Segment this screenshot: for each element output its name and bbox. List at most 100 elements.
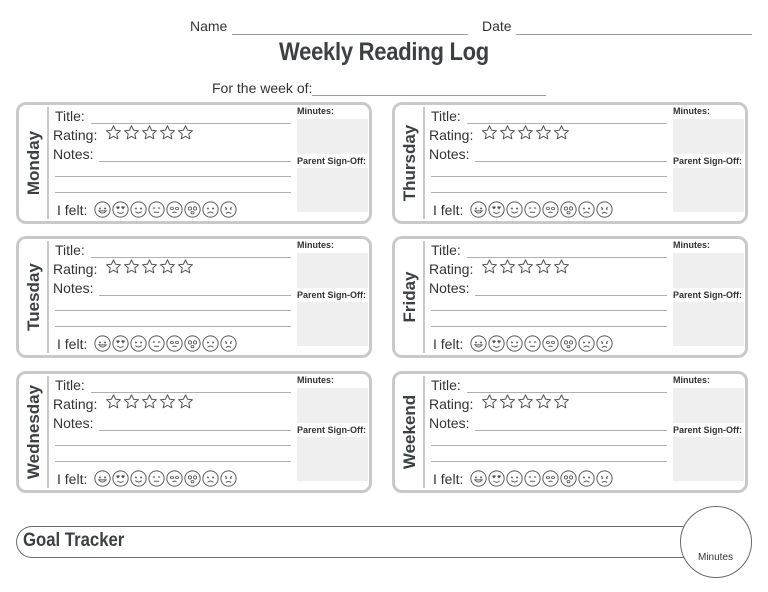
dizzy-face-icon[interactable] xyxy=(560,335,577,352)
grinning-face-icon[interactable] xyxy=(94,335,111,352)
parent-signoff-box[interactable] xyxy=(297,168,368,212)
notes-line[interactable] xyxy=(431,461,667,462)
dizzy-face-icon[interactable] xyxy=(184,201,201,218)
notes-line[interactable] xyxy=(431,445,667,446)
notes-line[interactable] xyxy=(431,310,667,311)
rating-star-icon[interactable] xyxy=(499,393,516,414)
rating-star-icon[interactable] xyxy=(535,124,552,145)
sleepy-face-icon[interactable] xyxy=(542,335,559,352)
rating-star-icon[interactable] xyxy=(535,393,552,414)
heart-eyes-face-icon[interactable] xyxy=(488,470,505,487)
rating-star-icon[interactable] xyxy=(481,258,498,279)
smiling-face-icon[interactable] xyxy=(130,201,147,218)
sleepy-face-icon[interactable] xyxy=(542,201,559,218)
title-field[interactable] xyxy=(467,392,667,393)
notes-line[interactable] xyxy=(431,192,667,193)
rating-star-icon[interactable] xyxy=(517,258,534,279)
smiling-face-icon[interactable] xyxy=(506,470,523,487)
minutes-box[interactable] xyxy=(297,388,368,423)
title-field[interactable] xyxy=(91,123,291,124)
grinning-face-icon[interactable] xyxy=(94,470,111,487)
sleepy-face-icon[interactable] xyxy=(166,470,183,487)
heart-eyes-face-icon[interactable] xyxy=(112,470,129,487)
notes-line[interactable] xyxy=(55,192,291,193)
neutral-face-icon[interactable] xyxy=(148,470,165,487)
title-field[interactable] xyxy=(467,123,667,124)
parent-signoff-box[interactable] xyxy=(673,168,744,212)
neutral-face-icon[interactable] xyxy=(524,335,541,352)
rating-star-icon[interactable] xyxy=(123,258,140,279)
name-field[interactable] xyxy=(232,34,468,35)
rating-star-icon[interactable] xyxy=(177,124,194,145)
date-field[interactable] xyxy=(516,34,752,35)
rating-star-icon[interactable] xyxy=(553,258,570,279)
minutes-box[interactable] xyxy=(673,119,744,154)
grinning-face-icon[interactable] xyxy=(470,470,487,487)
neutral-face-icon[interactable] xyxy=(148,335,165,352)
title-field[interactable] xyxy=(467,257,667,258)
notes-field[interactable] xyxy=(475,295,667,296)
minutes-box[interactable] xyxy=(673,253,744,288)
parent-signoff-box[interactable] xyxy=(297,437,368,481)
neutral-face-icon[interactable] xyxy=(524,201,541,218)
rating-star-icon[interactable] xyxy=(481,124,498,145)
dizzy-face-icon[interactable] xyxy=(560,470,577,487)
rating-star-icon[interactable] xyxy=(553,393,570,414)
sleepy-face-icon[interactable] xyxy=(542,470,559,487)
rating-star-icon[interactable] xyxy=(159,124,176,145)
parent-signoff-box[interactable] xyxy=(297,302,368,346)
heart-eyes-face-icon[interactable] xyxy=(488,335,505,352)
notes-field[interactable] xyxy=(475,430,667,431)
title-field[interactable] xyxy=(91,392,291,393)
notes-line[interactable] xyxy=(55,310,291,311)
notes-line[interactable] xyxy=(55,326,291,327)
rating-star-icon[interactable] xyxy=(123,124,140,145)
frowning-face-icon[interactable] xyxy=(220,335,237,352)
dizzy-face-icon[interactable] xyxy=(184,470,201,487)
rating-star-icon[interactable] xyxy=(141,124,158,145)
rating-star-icon[interactable] xyxy=(105,124,122,145)
smiling-face-icon[interactable] xyxy=(506,335,523,352)
rating-star-icon[interactable] xyxy=(553,124,570,145)
rating-star-icon[interactable] xyxy=(105,393,122,414)
rating-star-icon[interactable] xyxy=(535,258,552,279)
minutes-box[interactable] xyxy=(297,253,368,288)
neutral-face-icon[interactable] xyxy=(524,470,541,487)
minutes-box[interactable] xyxy=(297,119,368,154)
notes-field[interactable] xyxy=(475,161,667,162)
goal-minutes-circle[interactable]: Minutes xyxy=(680,506,752,578)
dizzy-face-icon[interactable] xyxy=(184,335,201,352)
notes-field[interactable] xyxy=(99,295,291,296)
rating-star-icon[interactable] xyxy=(123,393,140,414)
rating-star-icon[interactable] xyxy=(499,124,516,145)
rating-star-icon[interactable] xyxy=(499,258,516,279)
notes-line[interactable] xyxy=(431,176,667,177)
sad-face-icon[interactable] xyxy=(578,201,595,218)
rating-star-icon[interactable] xyxy=(141,393,158,414)
heart-eyes-face-icon[interactable] xyxy=(488,201,505,218)
sad-face-icon[interactable] xyxy=(578,470,595,487)
parent-signoff-box[interactable] xyxy=(673,437,744,481)
notes-field[interactable] xyxy=(99,161,291,162)
smiling-face-icon[interactable] xyxy=(130,335,147,352)
rating-star-icon[interactable] xyxy=(517,124,534,145)
rating-star-icon[interactable] xyxy=(481,393,498,414)
parent-signoff-box[interactable] xyxy=(673,302,744,346)
frowning-face-icon[interactable] xyxy=(596,335,613,352)
frowning-face-icon[interactable] xyxy=(220,201,237,218)
rating-star-icon[interactable] xyxy=(159,258,176,279)
rating-star-icon[interactable] xyxy=(517,393,534,414)
notes-line[interactable] xyxy=(431,326,667,327)
rating-star-icon[interactable] xyxy=(177,393,194,414)
notes-field[interactable] xyxy=(99,430,291,431)
grinning-face-icon[interactable] xyxy=(94,201,111,218)
sad-face-icon[interactable] xyxy=(578,335,595,352)
notes-line[interactable] xyxy=(55,445,291,446)
sad-face-icon[interactable] xyxy=(202,335,219,352)
sad-face-icon[interactable] xyxy=(202,470,219,487)
sleepy-face-icon[interactable] xyxy=(166,201,183,218)
rating-star-icon[interactable] xyxy=(159,393,176,414)
heart-eyes-face-icon[interactable] xyxy=(112,335,129,352)
week-field[interactable] xyxy=(312,95,546,96)
minutes-box[interactable] xyxy=(673,388,744,423)
